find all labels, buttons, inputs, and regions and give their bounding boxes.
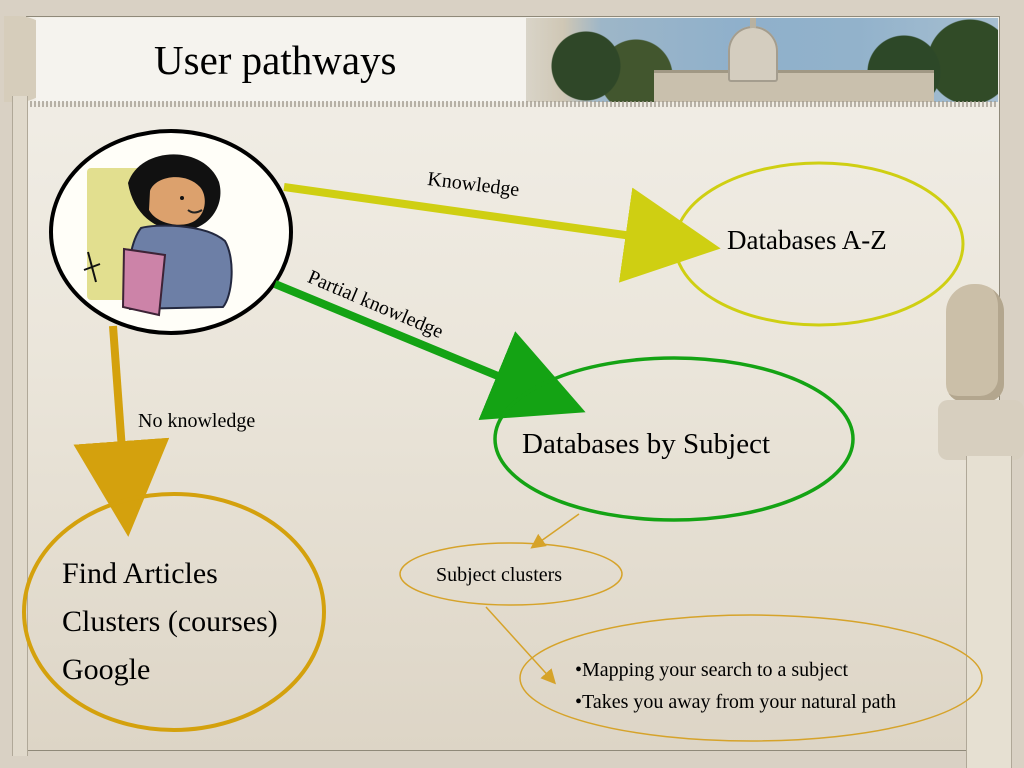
databases-az-label: Databases A-Z [727,225,887,255]
cluster-effects-arrow [485,606,557,685]
left-column-shaft [12,96,28,756]
no-knowledge-label: No knowledge [138,410,256,432]
book-icon [121,247,167,317]
no-knowledge-arrow [73,325,170,537]
user-illustration [49,129,293,335]
campus-photo [526,18,998,102]
subject-clusters-node [399,542,623,606]
partial-knowledge-arrow [273,280,586,420]
cluster-effects-list: •Mapping your search to a subject •Takes… [575,654,896,718]
left-options-list: Find Articles Clusters (courses) Google [62,550,278,694]
building [654,70,934,102]
face-icon [149,177,205,225]
find-articles-item: Find Articles [62,557,218,590]
owl-statue [946,284,1004,402]
right-column-decoration [938,280,1024,768]
right-column-capital [938,400,1024,460]
dotted-divider [30,101,998,107]
eye-icon [180,196,184,200]
mapping-search-item: •Mapping your search to a subject [575,659,849,681]
natural-path-item: •Takes you away from your natural path [575,691,897,713]
subject-clusters-label: Subject clusters [436,564,563,586]
no-knowledge-options-node [22,492,326,732]
subject-clusters-arrow [530,513,580,549]
clusters-courses-item: Clusters (courses) [62,605,278,638]
databases-subject-node [493,356,855,522]
right-column-shaft [966,456,1012,768]
mouth-icon [187,209,203,214]
title-band [36,18,526,102]
databases-subject-label: Databases by Subject [522,428,771,460]
subject-cluster-effects-node [519,614,983,742]
dome [728,18,778,82]
spark-icon [83,251,101,283]
google-item: Google [62,653,151,686]
databases-az-node [673,161,965,327]
knowledge-arrow [283,183,721,283]
page-title: User pathways [154,37,397,83]
